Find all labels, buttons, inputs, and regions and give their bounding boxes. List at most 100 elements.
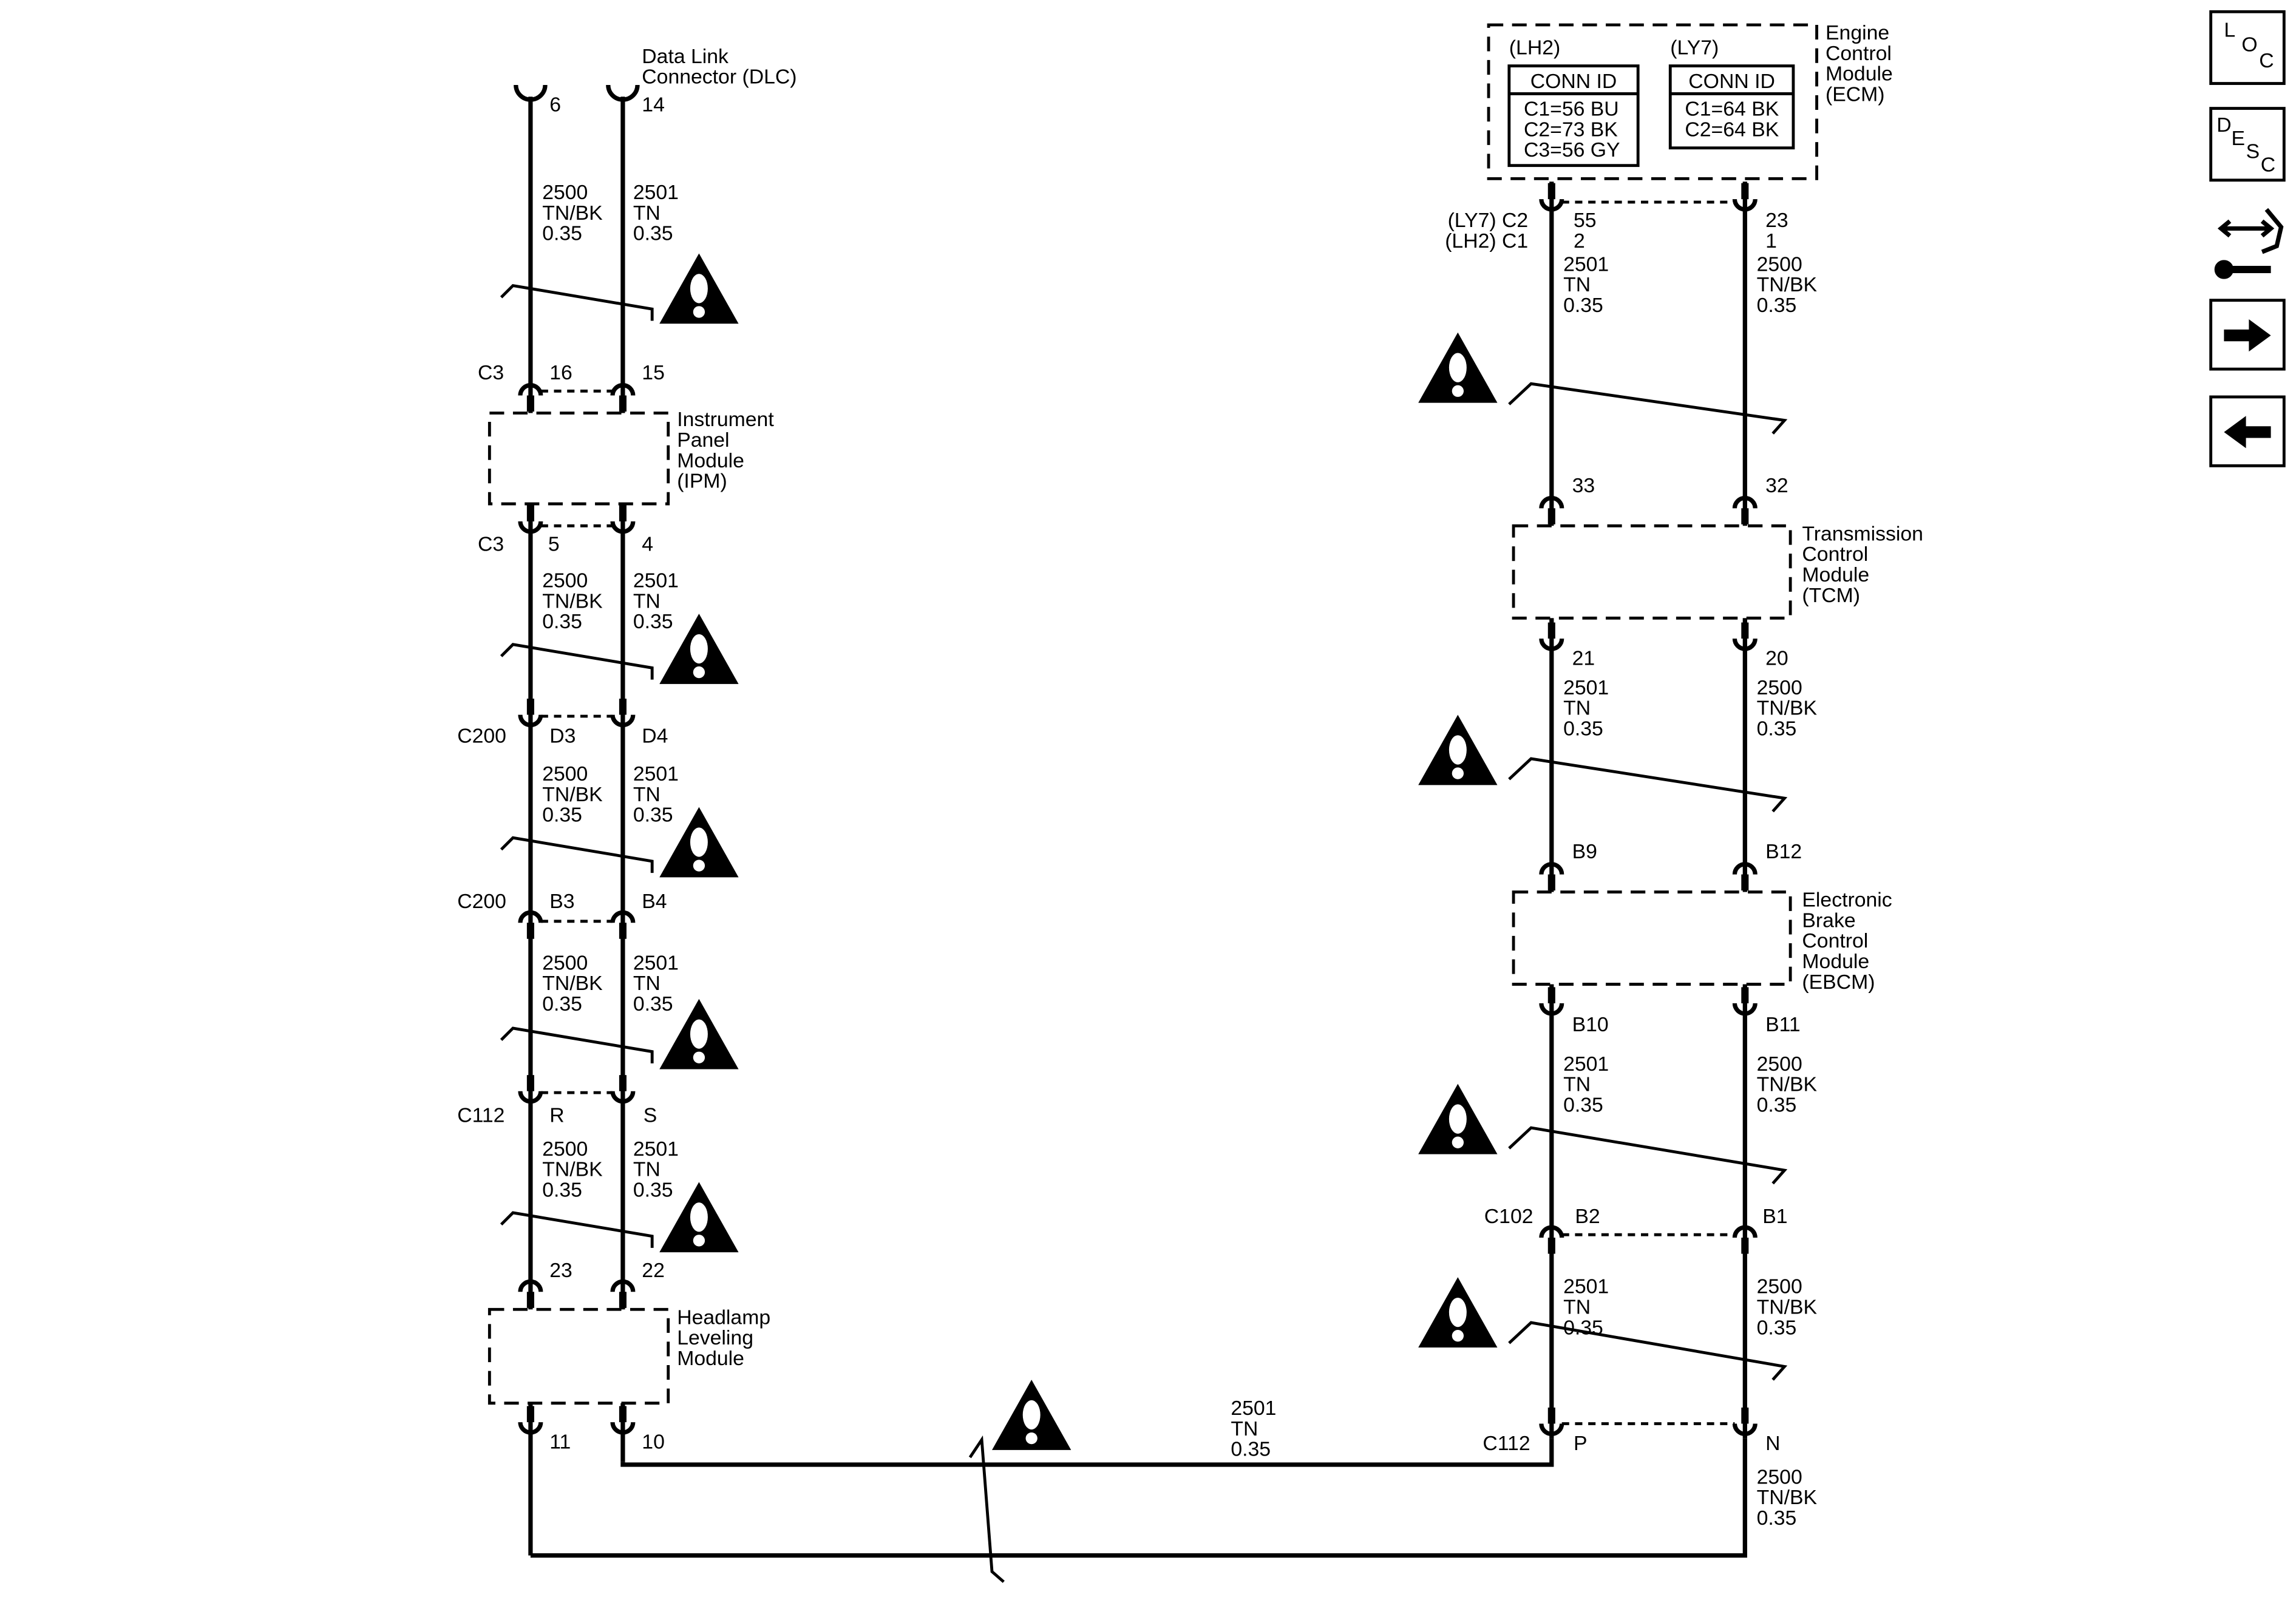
svg-text:(IPM): (IPM): [677, 470, 727, 493]
svg-text:23: 23: [549, 1259, 572, 1282]
svg-text:(LY7): (LY7): [1670, 36, 1719, 59]
caution-icon[interactable]: [1418, 1083, 1498, 1154]
tcm-module: Transmission Control Module (TCM): [1512, 522, 1923, 620]
svg-text:2500: 2500: [1757, 1053, 1802, 1076]
svg-text:(ECM): (ECM): [1826, 83, 1885, 106]
c112-connector-left: C112 R S: [457, 1075, 657, 1127]
dlc-pin-14: 14: [642, 93, 665, 116]
c200-b-connector: C200 B3 B4: [457, 890, 667, 939]
ebcm-module: Electronic Brake Control Module (EBCM): [1512, 889, 1892, 994]
ecm-conn-id-table-lh2: (LH2) CONN ID C1=56 BU C2=73 BK C3=56 GY: [1507, 36, 1640, 168]
svg-text:C200: C200: [457, 890, 506, 913]
svg-text:TN: TN: [633, 589, 661, 612]
svg-text:TN/BK: TN/BK: [1757, 697, 1818, 720]
ecm-connector: (LY7) C2 (LH2) C1 55 2 23 1: [1445, 183, 1788, 253]
svg-text:S: S: [2246, 140, 2260, 163]
next-button[interactable]: [2209, 299, 2286, 371]
svg-text:5: 5: [548, 532, 560, 555]
svg-text:TN: TN: [633, 972, 661, 995]
svg-text:TN/BK: TN/BK: [1757, 1296, 1818, 1319]
svg-text:C112: C112: [1483, 1432, 1530, 1455]
svg-text:2501: 2501: [633, 569, 679, 592]
svg-text:Engine: Engine: [1826, 21, 1889, 44]
svg-text:Instrument: Instrument: [677, 408, 774, 431]
caution-icon[interactable]: [1418, 714, 1498, 785]
desc-icon: D E S C: [2216, 114, 2275, 176]
break-marks-right: [1508, 382, 1788, 1381]
svg-text:TN: TN: [1563, 697, 1591, 720]
break-mark-bottom: [968, 1435, 1005, 1583]
ebcm-connector-in: B9 B12: [1541, 840, 1802, 890]
svg-text:0.35: 0.35: [542, 1178, 582, 1201]
svg-text:2500: 2500: [542, 951, 588, 974]
loc-button[interactable]: L O C: [2209, 10, 2286, 85]
wires-bottom: [530, 1438, 1747, 1558]
svg-text:4: 4: [642, 532, 653, 555]
desc-button[interactable]: D E S C: [2209, 107, 2286, 182]
svg-text:Control: Control: [1826, 42, 1892, 65]
hlm-connector-in: 23 22: [520, 1259, 665, 1308]
headlamp-leveling-module: Headlamp Leveling Module: [487, 1306, 770, 1405]
svg-text:10: 10: [642, 1431, 665, 1454]
caution-icon[interactable]: [1418, 1277, 1498, 1348]
svg-text:CONN ID: CONN ID: [1688, 70, 1775, 93]
svg-text:2500: 2500: [1757, 676, 1802, 699]
svg-text:0.35: 0.35: [1563, 294, 1603, 317]
svg-text:N: N: [1765, 1432, 1780, 1455]
svg-text:(LY7) C2: (LY7) C2: [1448, 209, 1529, 232]
dlc-connector: 6 14 Data Link Connector (DLC): [514, 45, 797, 116]
svg-text:2500: 2500: [1757, 1465, 1802, 1488]
previous-button[interactable]: [2209, 395, 2286, 467]
ecm-conn-id-table-ly7: (LY7) CONN ID C1=64 BK C2=64 BK: [1668, 36, 1795, 150]
svg-text:2501: 2501: [633, 1137, 679, 1161]
tcm-connector-out: 21 20: [1541, 623, 1788, 670]
caution-icon[interactable]: [659, 253, 739, 324]
svg-text:Module: Module: [1826, 63, 1893, 86]
svg-text:TN/BK: TN/BK: [542, 783, 603, 806]
svg-text:Module: Module: [1802, 563, 1869, 586]
svg-text:(EBCM): (EBCM): [1802, 971, 1875, 994]
svg-text:TN: TN: [633, 1158, 661, 1181]
dlc-label-line2: Connector (DLC): [642, 66, 796, 89]
svg-text:S: S: [644, 1103, 657, 1127]
svg-text:1: 1: [1765, 229, 1777, 253]
svg-text:16: 16: [549, 361, 572, 384]
svg-text:0.35: 0.35: [1563, 1094, 1603, 1117]
caution-icon[interactable]: [992, 1380, 1072, 1450]
svg-text:0.35: 0.35: [542, 992, 582, 1015]
svg-text:B4: B4: [642, 890, 667, 913]
svg-text:TN/BK: TN/BK: [1757, 1486, 1818, 1509]
svg-text:B9: B9: [1572, 840, 1597, 863]
svg-text:2501: 2501: [1563, 1053, 1609, 1076]
svg-text:23: 23: [1765, 209, 1788, 232]
ipm-connector-c3-in: C3 16 15: [478, 361, 665, 412]
svg-text:(TCM): (TCM): [1802, 584, 1860, 607]
svg-text:TN: TN: [1563, 1296, 1591, 1319]
svg-text:C: C: [2259, 49, 2274, 72]
svg-text:CONN ID: CONN ID: [1530, 70, 1617, 93]
svg-text:2500: 2500: [542, 181, 588, 204]
svg-text:55: 55: [1574, 209, 1597, 232]
svg-text:Transmission: Transmission: [1802, 522, 1923, 545]
svg-text:Headlamp: Headlamp: [677, 1306, 770, 1329]
ipm-connector-c3-out: C3 5 4: [478, 506, 653, 555]
svg-text:B1: B1: [1762, 1205, 1787, 1228]
svg-text:Module: Module: [677, 1347, 744, 1370]
tcm-connector-in: 33 32: [1541, 474, 1788, 524]
connector-repair-button[interactable]: [2214, 208, 2284, 279]
svg-text:2501: 2501: [1563, 253, 1609, 276]
svg-text:TN/BK: TN/BK: [542, 202, 603, 225]
caution-icon[interactable]: [1418, 332, 1498, 403]
svg-text:C1=64 BK: C1=64 BK: [1685, 98, 1779, 121]
